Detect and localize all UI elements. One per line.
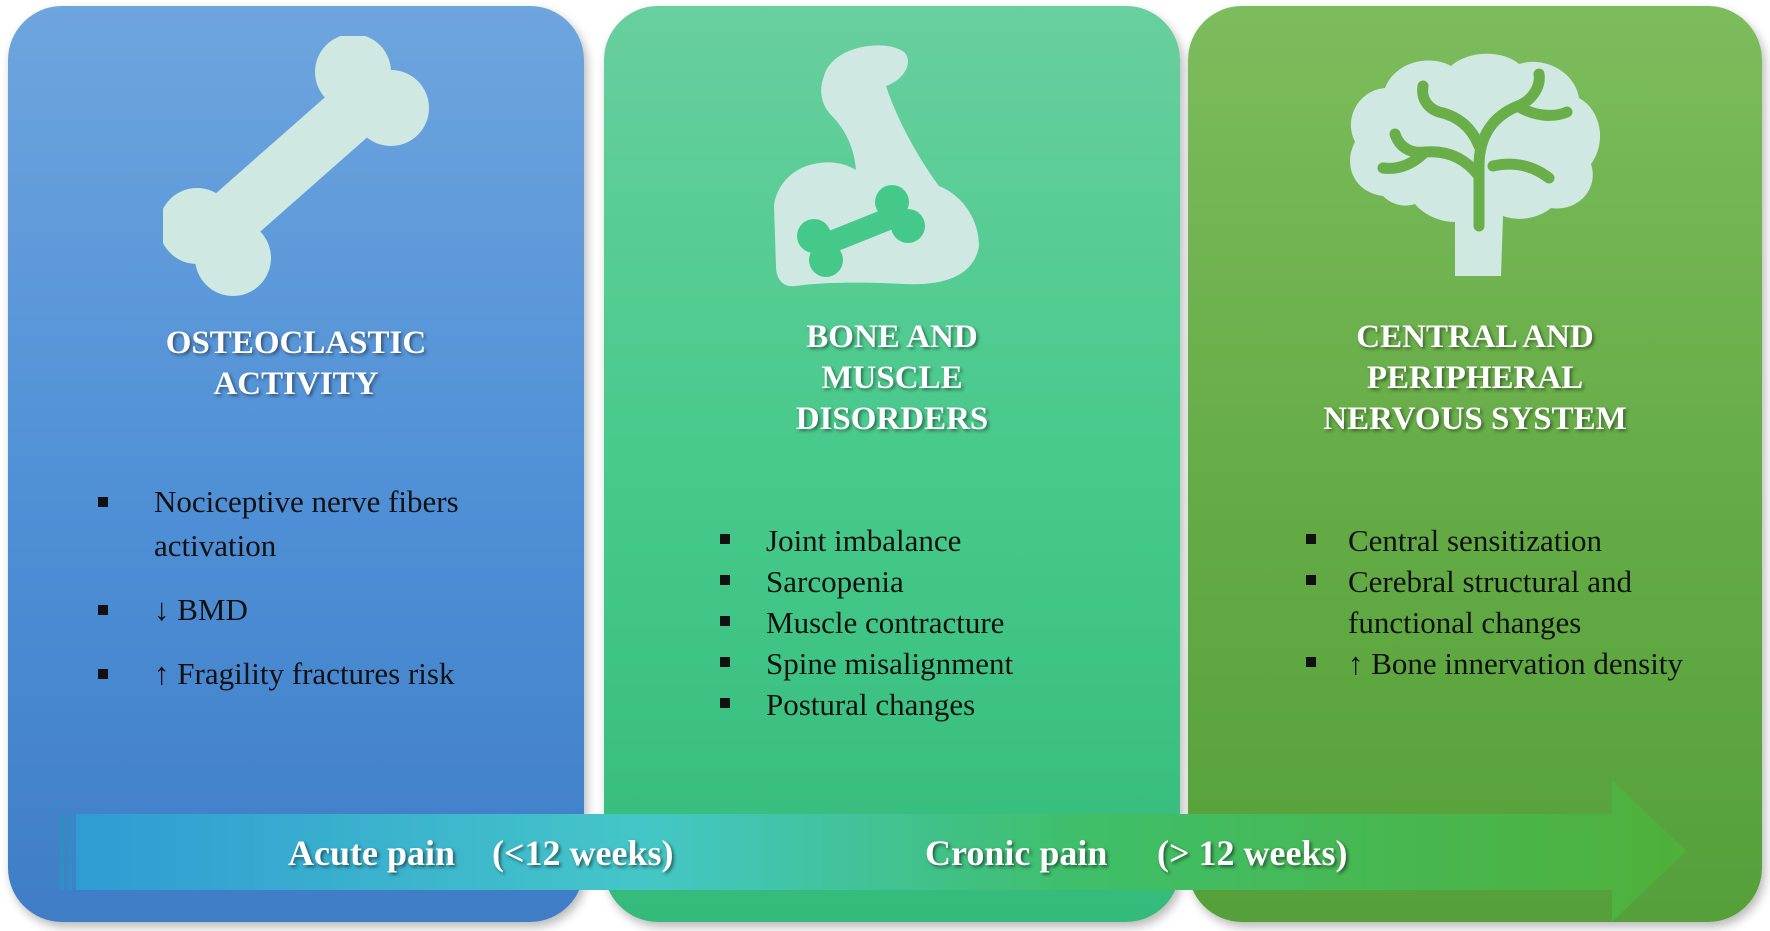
panel-title: OSTEOCLASTIC ACTIVITY bbox=[165, 325, 427, 402]
list-item: ↑ Bone innervation density bbox=[1306, 643, 1736, 684]
list-item: ↓ BMD bbox=[98, 588, 518, 632]
panel-items: Nociceptive nerve fibers activation ↓ BM… bbox=[98, 480, 518, 716]
acute-pain-label: Acute pain bbox=[288, 833, 456, 873]
timeline-arrow-tick bbox=[60, 814, 64, 890]
brain-icon bbox=[1350, 53, 1601, 276]
list-item: ↑ Fragility fractures risk bbox=[98, 652, 518, 696]
list-item: Nociceptive nerve fibers activation bbox=[98, 480, 518, 568]
panel-bone-muscle-disorders: BONE AND MUSCLE DISORDERS Joint imbalanc… bbox=[604, 6, 1180, 922]
timeline-arrow-tick bbox=[68, 814, 72, 890]
panel-nervous-system: CENTRAL AND PERIPHERAL NERVOUS SYSTEM Ce… bbox=[1188, 6, 1762, 922]
list-item: Central sensitization bbox=[1306, 520, 1736, 561]
list-item: Spine misalignment bbox=[720, 643, 1160, 684]
chronic-pain-range: (> 12 weeks) bbox=[1157, 833, 1348, 873]
timeline-arrow-body bbox=[76, 780, 1686, 922]
list-item: Postural changes bbox=[720, 684, 1160, 725]
list-item: Muscle contracture bbox=[720, 602, 1160, 643]
panel-items: Central sensitization Cerebral structura… bbox=[1306, 520, 1736, 684]
panel-title: BONE AND MUSCLE DISORDERS bbox=[795, 319, 989, 437]
list-item: Cerebral structural and functional chang… bbox=[1306, 561, 1736, 643]
panel-osteoclastic-activity: OSTEOCLASTIC ACTIVITY Nociceptive nerve … bbox=[8, 6, 584, 922]
timeline-arrow bbox=[60, 780, 1686, 922]
list-item: Joint imbalance bbox=[720, 520, 1160, 561]
panel-items: Joint imbalance Sarcopenia Muscle contra… bbox=[720, 520, 1160, 725]
acute-pain-range: (<12 weeks) bbox=[492, 833, 674, 873]
list-item: Sarcopenia bbox=[720, 561, 1160, 602]
bone-icon bbox=[163, 36, 429, 296]
panel-title: CENTRAL AND PERIPHERAL NERVOUS SYSTEM bbox=[1323, 319, 1627, 437]
chronic-pain-label: Cronic pain bbox=[925, 833, 1108, 873]
flexed-arm-with-bone-icon bbox=[774, 45, 979, 287]
